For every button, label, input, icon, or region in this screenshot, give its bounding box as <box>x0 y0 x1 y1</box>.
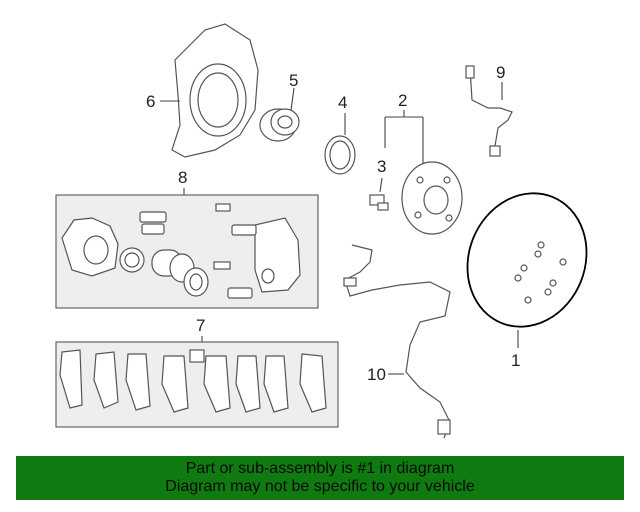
caliper-hardware-part[interactable] <box>139 203 257 299</box>
part-info-banner: Part or sub-assembly is #1 in diagram Di… <box>16 456 624 500</box>
callout-9[interactable]: 9 <box>496 63 505 82</box>
callout-3[interactable]: 3 <box>377 157 386 176</box>
caliper-piston-seal-part[interactable] <box>119 247 145 273</box>
callout-1[interactable]: 1 <box>511 351 520 370</box>
brake-rotor-part[interactable] <box>448 175 606 345</box>
wheel-bearing-part[interactable] <box>259 108 300 142</box>
snap-ring-part[interactable] <box>324 135 356 175</box>
abs-sensor-part[interactable] <box>343 244 451 439</box>
callout-6[interactable]: 6 <box>146 92 155 111</box>
wheel-hub-part[interactable] <box>401 161 463 235</box>
caliper-body-part[interactable] <box>61 217 119 277</box>
leader-line-5 <box>290 87 295 111</box>
callout-7[interactable]: 7 <box>196 316 205 335</box>
leader-line-3 <box>379 177 383 193</box>
callout-5[interactable]: 5 <box>289 71 298 90</box>
splash-shield-part[interactable] <box>171 23 259 158</box>
wear-sensor-part[interactable] <box>465 65 513 157</box>
callout-2[interactable]: 2 <box>398 91 407 110</box>
banner-line-2: Diagram may not be specific to your vehi… <box>165 478 475 495</box>
banner-line-1: Part or sub-assembly is #1 in diagram <box>185 460 455 477</box>
callout-10[interactable]: 10 <box>367 365 386 384</box>
parts-diagram: 6 5 4 2 3 9 8 <box>55 23 606 439</box>
brake-pads-part[interactable] <box>59 349 327 413</box>
hub-bolt-part[interactable] <box>369 194 389 211</box>
piston-boot-part[interactable] <box>183 267 209 297</box>
callout-8[interactable]: 8 <box>178 168 187 187</box>
callout-4[interactable]: 4 <box>338 93 347 112</box>
caliper-bracket-part[interactable] <box>254 217 301 293</box>
